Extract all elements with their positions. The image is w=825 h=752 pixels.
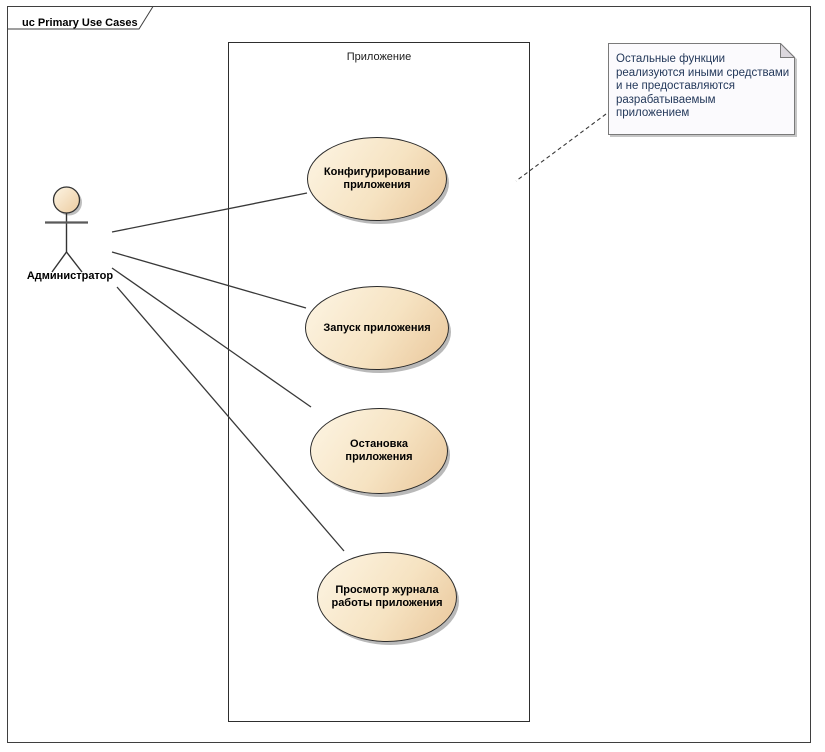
note-fold-corner-icon (780, 43, 795, 58)
frame-title: uc Primary Use Cases (22, 17, 138, 29)
uml-frame-tab: uc Primary Use Cases (7, 6, 161, 30)
actor-right-leg[interactable] (65, 251, 83, 273)
note-link-line[interactable] (515, 113, 607, 182)
connector-admin-configure[interactable] (111, 192, 308, 233)
connector-admin-start[interactable] (111, 251, 307, 309)
usecase-label: Запуск приложения (323, 321, 431, 334)
note-shape (608, 43, 795, 135)
usecase-start-application[interactable]: Запуск приложения (305, 286, 449, 370)
usecase-view-log[interactable]: Просмотр журнала работы приложения (317, 552, 457, 642)
usecase-configure-application[interactable]: Конфигурирование приложения (307, 137, 447, 221)
usecase-label: Конфигурирование приложения (323, 166, 431, 191)
actor-administrator-label: Администратор (26, 270, 114, 282)
uml-frame-border (7, 6, 811, 743)
usecase-label: Просмотр журнала работы приложения (331, 584, 443, 609)
connector-admin-stop[interactable] (111, 267, 312, 408)
system-boundary-label: Приложение (346, 51, 412, 63)
actor-left-leg[interactable] (51, 251, 68, 273)
note-other-functions[interactable]: Остальные функции реализуются иными сред… (608, 43, 795, 135)
note-text: Остальные функции реализуются иными сред… (616, 53, 790, 119)
connector-admin-viewlog[interactable] (116, 286, 345, 552)
frame-tab-shape (7, 6, 154, 30)
usecase-stop-application[interactable]: Остановка приложения (310, 408, 448, 494)
usecase-label: Остановка приложения (345, 438, 413, 463)
